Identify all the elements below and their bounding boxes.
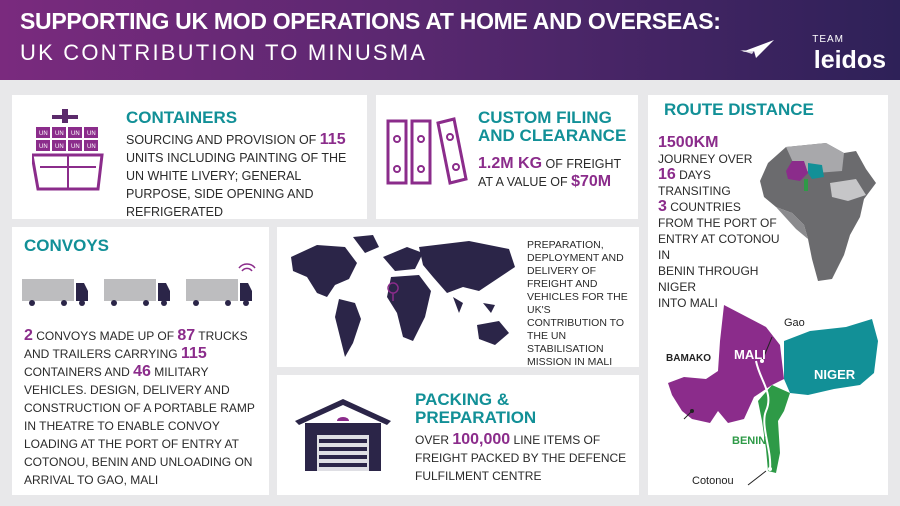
- containers-heading: CONTAINERS: [126, 108, 238, 127]
- route-map: [668, 305, 878, 486]
- plane-icon: [740, 40, 774, 58]
- convoy-count: 2: [24, 327, 33, 344]
- container-un-label: UN: [55, 131, 64, 137]
- truck-icon: [22, 279, 88, 306]
- world-map-icon: [291, 235, 515, 357]
- page-subtitle: UK CONTRIBUTION TO MINUSMA: [20, 40, 428, 65]
- africa-map-icon: [760, 143, 876, 281]
- gao-label: Gao: [784, 317, 805, 329]
- page-title: SUPPORTING UK MOD OPERATIONS AT HOME AND…: [20, 8, 721, 34]
- location-pin-icon: [387, 282, 399, 301]
- packing-text: OVER 100,000 LINE ITEMS OF FREIGHT PACKE…: [415, 431, 627, 483]
- freight-weight: 1.2M KG: [478, 155, 543, 172]
- container-un-label: UN: [39, 144, 48, 150]
- route-countries: 3: [658, 198, 667, 215]
- container-ship-icon: UN UN UN UN UN UN UN UN: [32, 109, 104, 191]
- world-text: PREPARATION, DEPLOYMENT AND DELIVERY OF …: [527, 239, 628, 368]
- route-card: ROUTE DISTANCE 1500KM JOURNEY OVER 16 DA…: [648, 95, 888, 495]
- benin-label: BENIN: [732, 435, 767, 447]
- packing-card: PACKING &PREPARATION OVER 100,000 LINE I…: [277, 375, 639, 495]
- container-count: 115: [180, 345, 207, 362]
- mali-label: MALI: [734, 347, 766, 362]
- trucks-icon: [22, 263, 256, 306]
- route-km: 1500KM: [658, 134, 719, 151]
- custom-text: 1.2M KG OF FREIGHT AT A VALUE OF $70M: [478, 155, 622, 190]
- truck-count: 87: [177, 327, 196, 344]
- packing-heading: PACKING &PREPARATION: [415, 390, 537, 427]
- cotonou-label: Cotonou: [692, 475, 734, 487]
- logo-name-text: leidos: [813, 46, 886, 74]
- route-heading: ROUTE DISTANCE: [664, 100, 814, 119]
- world-card: PREPARATION, DEPLOYMENT AND DELIVERY OF …: [277, 227, 639, 368]
- vehicle-count: 46: [133, 363, 151, 380]
- containers-text: SOURCING AND PROVISION OF 115 UNITS INCL…: [126, 131, 347, 219]
- containers-number: 115: [319, 131, 346, 148]
- warehouse-icon: [295, 399, 391, 471]
- container-un-label: UN: [71, 144, 80, 150]
- route-text: 1500KM JOURNEY OVER 16 DAYS TRANSITING 3…: [658, 134, 780, 311]
- containers-card: UN UN UN UN UN UN UN UN CONTAINERS SOURC…: [12, 95, 367, 219]
- container-un-label: UN: [87, 131, 96, 137]
- header-banner: SUPPORTING UK MOD OPERATIONS AT HOME AND…: [0, 0, 900, 80]
- freight-value: $70M: [571, 173, 612, 190]
- container-un-label: UN: [55, 144, 64, 150]
- niger-label: NIGER: [814, 367, 856, 382]
- bamako-label: BAMAKO: [666, 353, 711, 364]
- line-items-count: 100,000: [452, 431, 511, 448]
- convoys-card: CONVOYS 2 CONVOYS MADE UP OF 87 TRUCKS A…: [12, 227, 269, 495]
- container-un-label: UN: [39, 131, 48, 137]
- convoys-text: 2 CONVOYS MADE UP OF 87 TRUCKS AND TRAIL…: [24, 327, 255, 487]
- route-days: 16: [658, 166, 676, 183]
- logo-team-text: TEAM: [812, 34, 844, 45]
- binders-icon: [386, 117, 468, 185]
- convoys-heading: CONVOYS: [24, 236, 110, 255]
- container-un-label: UN: [87, 144, 96, 150]
- container-un-label: UN: [71, 131, 80, 137]
